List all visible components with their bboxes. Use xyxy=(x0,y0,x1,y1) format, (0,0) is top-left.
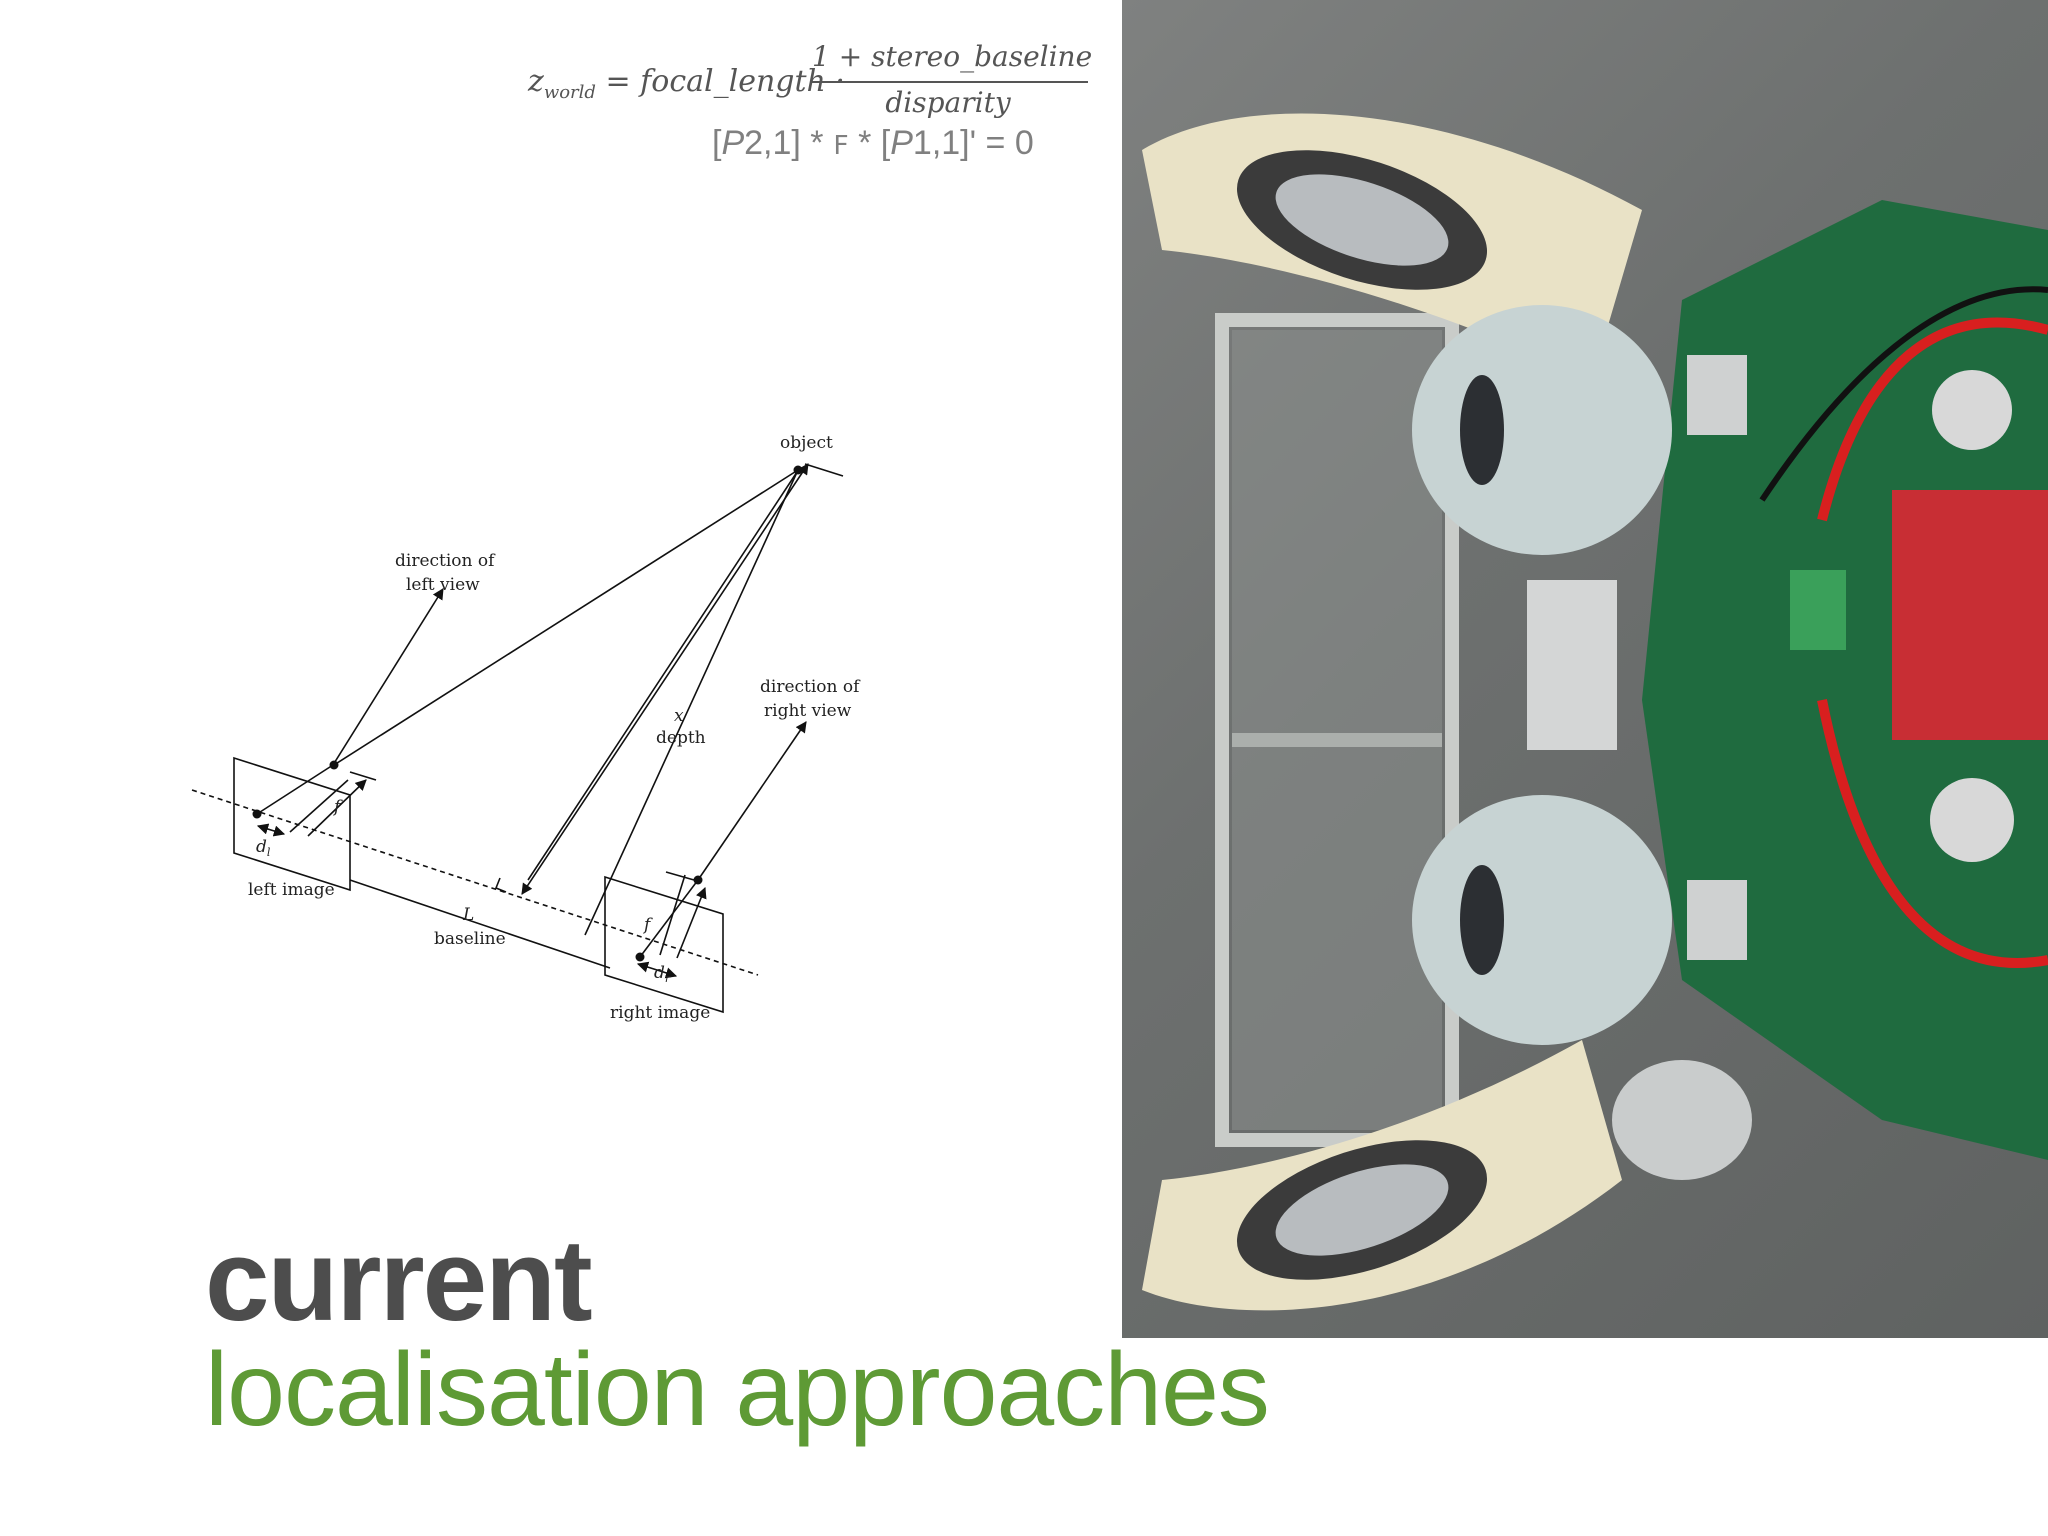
frame-glass xyxy=(1232,330,1442,1130)
label-f-right: f xyxy=(642,915,653,935)
right-eye-ball xyxy=(1412,795,1672,1045)
depth-line-1 xyxy=(527,471,798,881)
right-tick xyxy=(665,871,695,881)
depth-formula: zworld = focal_length · 1 + stereo_basel… xyxy=(520,38,1092,128)
red-wire-bottom xyxy=(1817,699,2048,968)
left-ray xyxy=(333,469,799,766)
object-tick xyxy=(804,463,844,477)
object-point xyxy=(793,465,803,475)
right-focal-line xyxy=(659,874,686,956)
stereo-diagram-svg: object direction of left view direction … xyxy=(191,433,861,1023)
formula-lhs: zworld = focal_length · xyxy=(528,64,845,103)
eq-fundamental-matrix: F xyxy=(832,131,849,161)
epipolar-equation: [P2,1] * F * [P1,1]' = 0 xyxy=(712,124,1034,163)
left-small-ray xyxy=(256,764,334,815)
label-dir-left-1: direction of xyxy=(395,551,496,571)
title-localisation-approaches: localisation approaches xyxy=(205,1332,1270,1448)
label-dl: dl xyxy=(256,837,271,859)
label-f-left: f xyxy=(332,797,343,817)
baseline-line xyxy=(349,879,611,969)
center-bracket xyxy=(1527,580,1617,750)
terminal-block xyxy=(1790,570,1846,650)
label-x: x xyxy=(674,706,684,726)
capacitor-bottom xyxy=(1930,778,2014,862)
lower-arm xyxy=(1142,1040,1752,1311)
label-dir-right-1: direction of xyxy=(760,677,861,697)
right-center-point xyxy=(693,875,703,885)
left-image-point xyxy=(252,809,262,819)
right-eye-bracket xyxy=(1687,880,1747,960)
eq-mid: * [ xyxy=(848,124,891,162)
left-image-plane xyxy=(233,756,351,892)
right-image-plane xyxy=(604,875,724,1014)
label-object: object xyxy=(780,433,833,453)
formula-denominator: disparity xyxy=(885,86,1011,119)
right-image-point xyxy=(635,952,645,962)
eq-open: [ xyxy=(712,124,722,162)
right-eye-camera xyxy=(1460,865,1504,975)
robot-head-photo xyxy=(1122,0,2048,1338)
formula-z: z xyxy=(528,64,544,99)
formula-numerator: 1 + stereo_baseline xyxy=(812,40,1093,73)
right-f-arrow xyxy=(676,886,707,959)
eq-p1: P xyxy=(890,124,913,162)
eq-p2-rest: 2,1] * xyxy=(744,124,833,162)
label-L: L xyxy=(462,905,474,925)
stereo-diagram: object direction of left view direction … xyxy=(180,420,880,1040)
dl-arrow xyxy=(256,823,286,837)
label-dir-right-2: right view xyxy=(764,701,852,721)
right-view-arrow xyxy=(697,721,807,881)
left-eye-bracket xyxy=(1687,355,1747,435)
red-wire-top xyxy=(1817,317,2048,522)
formula-focal-length: = focal_length · xyxy=(605,64,845,99)
left-eye-ball xyxy=(1412,305,1672,555)
black-wire xyxy=(1759,286,2048,502)
label-depth: depth xyxy=(656,728,706,748)
eq-p1-rest: 1,1]' = 0 xyxy=(912,124,1034,162)
left-f-arrow xyxy=(307,779,367,837)
frame-rect xyxy=(1215,313,1459,1147)
left-tick xyxy=(349,771,377,781)
label-dr: dr xyxy=(654,963,671,985)
left-focal-line xyxy=(289,779,349,833)
red-chip xyxy=(1892,490,2048,740)
robot-head-drawing xyxy=(1142,113,2048,1311)
fraction-bar xyxy=(812,81,1088,83)
dr-arrow xyxy=(636,961,678,979)
label-dir-left-2: left view xyxy=(406,575,480,595)
depth-arrow xyxy=(521,463,809,895)
right-angle-mark xyxy=(494,877,507,893)
right-small-ray xyxy=(639,879,699,958)
formula-z-subscript: world xyxy=(543,82,596,103)
left-eye-camera xyxy=(1460,375,1504,485)
label-baseline: baseline xyxy=(434,929,506,949)
label-left-image: left image xyxy=(248,880,335,900)
left-center-point xyxy=(329,760,339,770)
title-current: current xyxy=(205,1215,593,1345)
left-view-arrow xyxy=(332,588,444,766)
eq-p2: P xyxy=(721,124,745,162)
capacitor-top xyxy=(1932,370,2012,450)
label-right-image: right image xyxy=(610,1003,710,1023)
